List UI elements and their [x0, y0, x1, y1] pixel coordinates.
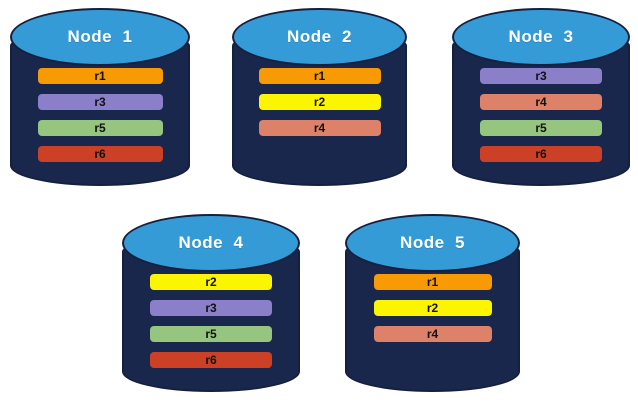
replica-bar-r3[interactable]: r3 — [150, 300, 272, 316]
replica-bar-r4[interactable]: r4 — [258, 120, 381, 136]
replica-label: r1 — [94, 69, 106, 83]
replica-label: r2 — [313, 95, 326, 109]
node-title: Node 2 — [287, 27, 352, 46]
replica-label: r4 — [535, 95, 547, 109]
replica-label: r3 — [535, 69, 547, 83]
node-title: Node 1 — [67, 27, 133, 46]
replica-label: r6 — [205, 353, 217, 367]
replica-label: r5 — [94, 121, 106, 135]
replica-label: r4 — [426, 327, 439, 341]
replica-stack: r3 r4 r5 r6 — [452, 68, 630, 172]
node-title: Node 4 — [178, 233, 244, 252]
replica-label: r6 — [94, 147, 106, 161]
replica-label: r5 — [205, 327, 217, 341]
node-cylinder-3[interactable]: Node 3 r3 r4 r5 r6 — [452, 8, 630, 186]
cylinder-top-ellipse — [232, 8, 407, 66]
replica-bar-r2[interactable]: r2 — [150, 274, 272, 290]
replica-bar-r5[interactable]: r5 — [150, 326, 272, 342]
node-cylinder-5[interactable]: Node 5 r1 r2 r4 — [345, 214, 520, 392]
cylinder-top-ellipse — [122, 214, 300, 272]
replica-stack: r1 r3 r5 r6 — [10, 68, 190, 172]
replica-label: r3 — [94, 95, 106, 109]
node-title: Node 5 — [400, 233, 465, 252]
cylinder-top-ellipse — [345, 214, 520, 272]
replica-label: r6 — [535, 147, 547, 161]
replica-bar-r6[interactable]: r6 — [150, 352, 272, 368]
replica-bar-r3[interactable]: r3 — [480, 68, 602, 84]
replica-bar-r1[interactable]: r1 — [258, 68, 381, 84]
replica-label: r2 — [205, 275, 217, 289]
replica-bar-r3[interactable]: r3 — [37, 94, 163, 110]
replica-stack: r2 r3 r5 r6 — [122, 274, 300, 378]
replica-bar-r5[interactable]: r5 — [480, 120, 602, 136]
replica-bar-r6[interactable]: r6 — [480, 146, 602, 162]
replica-stack: r1 r2 r4 — [232, 68, 407, 146]
replica-bar-r4[interactable]: r4 — [373, 326, 492, 342]
replica-bar-r1[interactable]: r1 — [373, 274, 492, 290]
replica-label: r2 — [426, 301, 439, 315]
replica-label: r5 — [535, 121, 547, 135]
node-title: Node 3 — [508, 27, 574, 46]
replica-label: r1 — [426, 275, 439, 289]
node-cylinder-4[interactable]: Node 4 r2 r3 r5 r6 — [122, 214, 300, 392]
node-cylinder-2[interactable]: Node 2 r1 r2 r4 — [232, 8, 407, 186]
cylinder-top-ellipse — [452, 8, 630, 66]
replica-bar-r6[interactable]: r6 — [37, 146, 163, 162]
replica-label: r4 — [313, 121, 326, 135]
replica-label: r1 — [313, 69, 326, 83]
replica-label: r3 — [205, 301, 217, 315]
replica-bar-r5[interactable]: r5 — [37, 120, 163, 136]
replica-stack: r1 r2 r4 — [345, 274, 520, 352]
replica-bar-r1[interactable]: r1 — [37, 68, 163, 84]
cylinder-top-ellipse — [10, 8, 190, 66]
replica-bar-r2[interactable]: r2 — [373, 300, 492, 316]
node-cylinder-1[interactable]: Node 1 r1 r3 r5 r6 — [10, 8, 190, 186]
replica-bar-r4[interactable]: r4 — [480, 94, 602, 110]
replica-bar-r2[interactable]: r2 — [258, 94, 381, 110]
